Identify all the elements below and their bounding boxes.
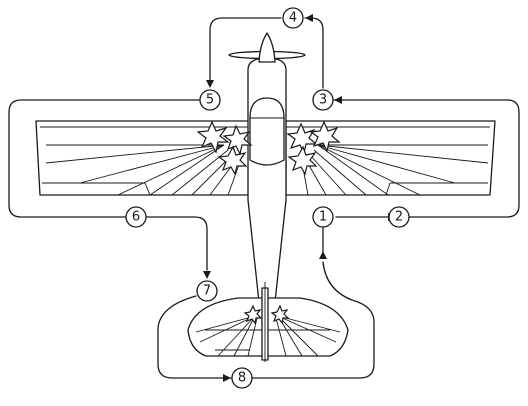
- marker-3: 3: [312, 89, 334, 111]
- airplane: [35, 32, 496, 362]
- path-segment-6-7: [146, 216, 208, 271]
- starburst-icon: [270, 304, 290, 325]
- ray: [45, 144, 225, 164]
- starburst-icon: [287, 145, 318, 176]
- ray: [277, 315, 341, 333]
- marker-1: 1: [312, 206, 334, 228]
- ray: [79, 144, 225, 184]
- marker-5-label: 5: [206, 93, 214, 108]
- aileron-left: [42, 182, 151, 196]
- marker-7: 7: [196, 280, 218, 302]
- starburst-icon: [217, 145, 248, 176]
- marker-7-label: 7: [203, 284, 211, 299]
- ray: [317, 144, 489, 164]
- ray: [199, 315, 256, 343]
- ray: [277, 315, 337, 343]
- path-segment-3-up: [304, 17, 324, 89]
- arrow-to-5: [206, 80, 214, 88]
- marker-4-label: 4: [289, 11, 297, 26]
- arrow-to-7: [203, 271, 211, 279]
- starburst-icon: [309, 120, 341, 153]
- starburst-icon: [243, 304, 263, 325]
- ray: [309, 154, 347, 196]
- propeller-spinner: [258, 32, 276, 63]
- marker-5: 5: [199, 89, 221, 111]
- ray: [317, 144, 456, 184]
- marker-1-label: 1: [319, 210, 327, 225]
- ray: [247, 317, 258, 357]
- ray: [277, 315, 319, 357]
- ray: [171, 149, 229, 196]
- path-segment-8-1: [252, 261, 375, 379]
- ray: [313, 149, 367, 196]
- ray: [275, 317, 287, 357]
- ray: [117, 144, 225, 196]
- arrow-to-8: [223, 374, 231, 382]
- starburst-icon: [196, 120, 230, 154]
- path-segment-4-5: [209, 17, 282, 81]
- ray: [149, 144, 225, 196]
- starbursts: [196, 120, 341, 325]
- path-segment-7-8: [157, 295, 232, 379]
- aileron-right: [385, 182, 488, 196]
- tail-rays: [195, 315, 341, 357]
- arrow-to-3: [334, 96, 342, 104]
- ray: [227, 161, 241, 196]
- cockpit-canopy: [249, 97, 285, 166]
- ray: [317, 144, 389, 196]
- numbered-markers: 1 2 3 4 5 6 7 8: [125, 7, 410, 389]
- marker-8-label: 8: [238, 371, 246, 386]
- arrow-up-to-1: [319, 251, 327, 259]
- ray: [233, 315, 256, 357]
- marker-4: 4: [282, 7, 304, 29]
- marker-2: 2: [388, 206, 410, 228]
- ray: [195, 315, 256, 333]
- marker-6-label: 6: [132, 210, 140, 225]
- left-wing-rays: [45, 144, 241, 196]
- marker-3-label: 3: [319, 93, 327, 108]
- ray: [217, 315, 256, 357]
- path-segment-left-outer: [8, 99, 200, 218]
- marker-6: 6: [125, 206, 147, 228]
- arrow-to-4: [305, 14, 313, 22]
- path-segment-right-outer: [333, 99, 520, 218]
- right-wing-rays: [301, 144, 489, 196]
- ray: [317, 144, 421, 196]
- flight-path: [8, 17, 520, 379]
- marker-2-label: 2: [395, 210, 403, 225]
- marker-8: 8: [231, 367, 253, 389]
